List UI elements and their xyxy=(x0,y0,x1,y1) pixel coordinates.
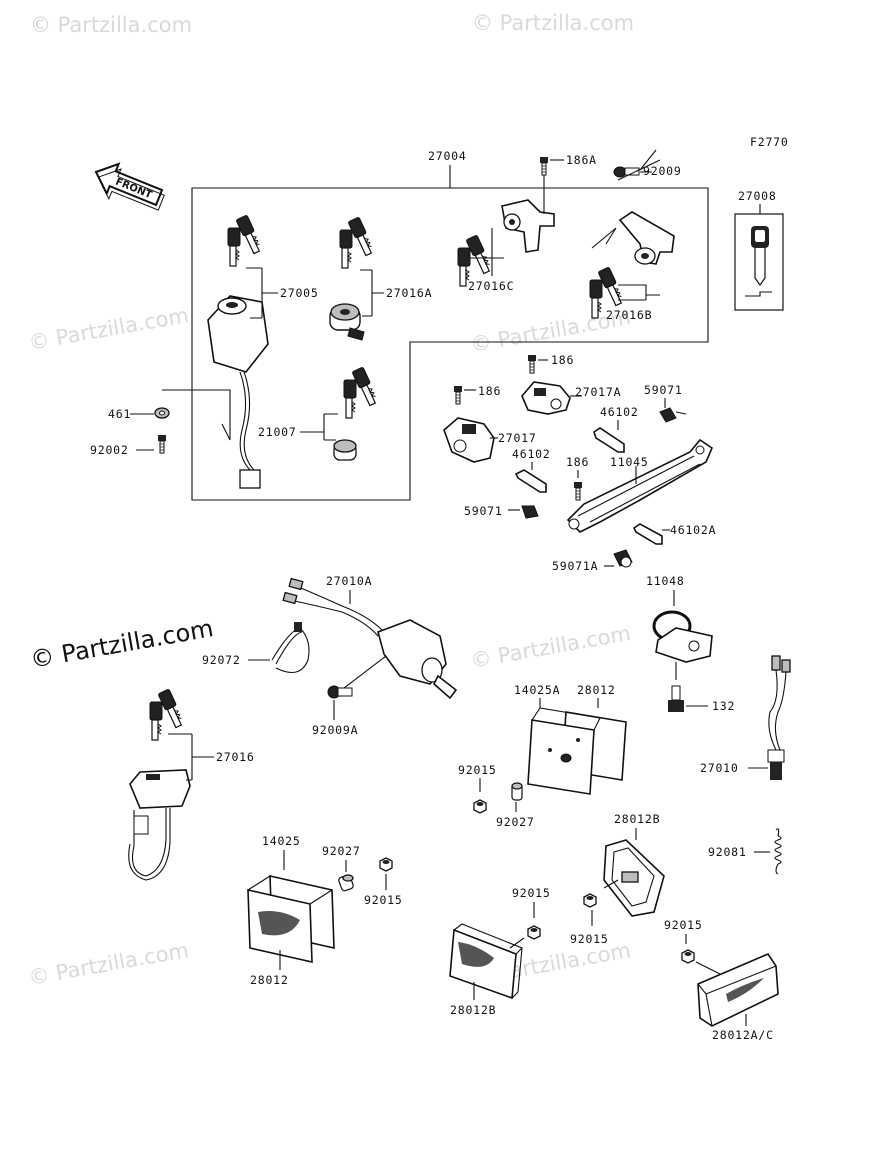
part-label: 92015 xyxy=(664,918,703,932)
part-21007: 21007 xyxy=(258,367,379,461)
part-label: 92027 xyxy=(322,844,361,858)
part-label: 14025 xyxy=(262,834,301,848)
part-label: 46102A xyxy=(670,523,716,537)
part-92015: 92015 xyxy=(509,886,551,949)
part-46102A: 46102A xyxy=(632,523,716,545)
part-label: 14025A xyxy=(514,683,560,697)
front-arrow-icon: FRONT xyxy=(94,162,165,211)
watermark: © Partzilla.com xyxy=(472,11,634,35)
part-27016B-helmet-lock: 27016B xyxy=(590,211,675,322)
part-92015: 92015 xyxy=(664,918,721,975)
part-label: 27016 xyxy=(216,750,255,764)
part-label: 27017 xyxy=(498,431,537,445)
part-label: 59071A xyxy=(552,559,598,573)
part-label: 92002 xyxy=(90,443,129,457)
part-label: 186A xyxy=(566,153,597,167)
part-label: 186 xyxy=(478,384,501,398)
part-label: 92072 xyxy=(202,653,241,667)
part-92009: 92009 xyxy=(613,149,682,181)
part-label: 28012B xyxy=(450,1003,496,1017)
part-92015: 92015 xyxy=(570,893,609,946)
part-27005-ignition-switch: 27005 xyxy=(207,215,319,489)
part-label: 132 xyxy=(712,699,735,713)
watermark: © Partzilla.com xyxy=(30,13,192,37)
part-label: 92015 xyxy=(512,886,551,900)
part-92072-band: 92072 xyxy=(202,622,310,674)
part-11048-bracket: 11048 xyxy=(646,574,713,680)
watermark: © Partzilla.com xyxy=(27,938,191,990)
part-label: 92015 xyxy=(570,932,609,946)
part-label: 92081 xyxy=(708,845,747,859)
part-label: 21007 xyxy=(258,425,297,439)
part-186A: 186A xyxy=(539,153,597,176)
part-28012B: 28012B xyxy=(449,923,523,1017)
part-28012B: 28012B xyxy=(603,812,665,917)
part-132: 132 xyxy=(668,685,735,713)
part-label: 11048 xyxy=(646,574,685,588)
figure-code: F2770 xyxy=(750,135,789,149)
part-label: 28012B xyxy=(614,812,660,826)
part-92009A: 92009A xyxy=(312,685,358,737)
part-label: 92009A xyxy=(312,723,358,737)
part-27010A-switch: 27010A xyxy=(282,574,458,700)
watermark: © Partzilla.com xyxy=(469,621,633,673)
part-label: 27016B xyxy=(606,308,652,322)
part-59071: 59071 xyxy=(464,504,539,519)
part-11045-bracket: 11045 xyxy=(566,438,713,533)
part-92002: 92002 xyxy=(90,434,167,457)
part-label: 92027 xyxy=(496,815,535,829)
part-59071A: 59071A xyxy=(552,549,633,573)
part-14025A-reflector-set: 14025A 28012 xyxy=(514,683,627,795)
part-label: 27004 xyxy=(428,149,467,163)
part-92015: 92015 xyxy=(458,763,497,814)
part-27016-lock-cable: 27016 xyxy=(128,689,255,881)
part-label: 27008 xyxy=(738,189,777,203)
part-label: 27016C xyxy=(468,279,514,293)
part-461: 461 xyxy=(108,389,231,441)
part-59071: 59071 xyxy=(644,383,687,423)
part-label: 92015 xyxy=(364,893,403,907)
part-label: 59071 xyxy=(644,383,683,397)
part-label: 46102 xyxy=(512,447,551,461)
part-label: 27010 xyxy=(700,761,739,775)
part-27016C-seat-lock: 27016C xyxy=(458,175,555,293)
part-27017-bracket: 27017 xyxy=(443,417,537,463)
part-label: 27016A xyxy=(386,286,432,300)
part-label: 28012A/C xyxy=(712,1028,774,1042)
part-label: 92015 xyxy=(458,763,497,777)
part-27010-sensor: 27010 xyxy=(700,655,791,780)
part-46102: 46102 xyxy=(512,447,551,493)
part-46102: 46102 xyxy=(593,405,639,453)
part-label: 186 xyxy=(551,353,574,367)
part-label: 59071 xyxy=(464,504,503,518)
kit-27004-outline: 27004 xyxy=(191,149,709,501)
part-14025-reflector-set: 14025 28012 xyxy=(247,834,335,987)
part-label: 461 xyxy=(108,407,131,421)
part-label: 46102 xyxy=(600,405,639,419)
copyright-text: © Partzilla.com xyxy=(28,614,215,674)
part-label: 28012 xyxy=(577,683,616,697)
part-92015: 92015 xyxy=(364,857,403,907)
part-label: 27010A xyxy=(326,574,372,588)
part-27008: 27008 xyxy=(734,189,784,311)
part-92027: 92027 xyxy=(322,844,361,892)
part-label: 27017A xyxy=(575,385,621,399)
part-label: 186 xyxy=(566,455,589,469)
part-27017A-bracket: 27017A xyxy=(521,381,621,415)
part-92027: 92027 xyxy=(496,782,535,829)
part-label: 27005 xyxy=(280,286,319,300)
part-label: 11045 xyxy=(610,455,649,469)
part-186: 186 xyxy=(527,353,574,374)
part-92081-spring: 92081 xyxy=(708,828,782,875)
watermark: © Partzilla.com xyxy=(27,303,191,355)
part-27016A-lock: 27016A xyxy=(329,217,432,341)
part-186: 186 xyxy=(566,455,589,501)
part-label: 28012 xyxy=(250,973,289,987)
part-186: 186 xyxy=(453,384,501,405)
part-28012A-C: 28012A/C xyxy=(697,953,779,1042)
part-label: 92009 xyxy=(643,164,682,178)
